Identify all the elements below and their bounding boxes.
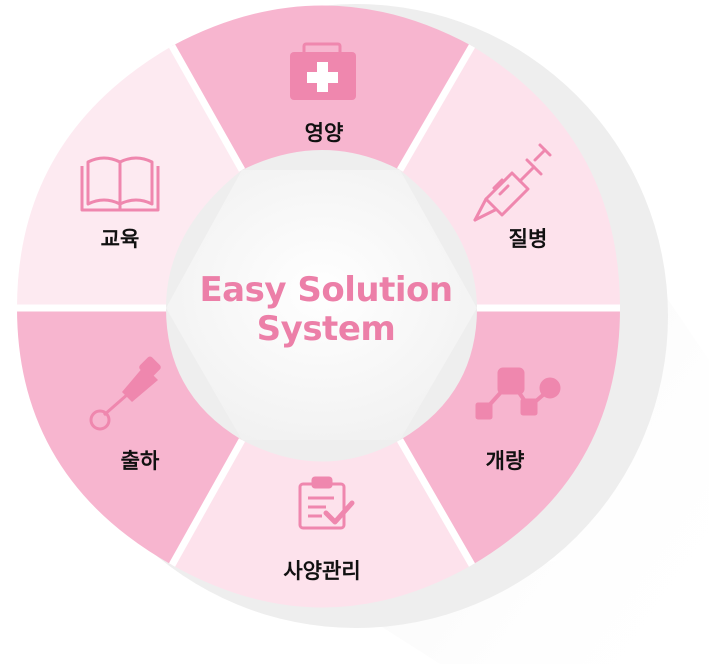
segment-lower-left[interactable] [17,308,242,565]
segment-lower-right[interactable] [400,308,620,565]
segment-upper-left[interactable] [17,46,242,308]
segment-label-top: 영양 [305,121,344,145]
clipboard-check-icon [298,476,355,530]
segment-label-lower-right: 개량 [486,449,525,473]
syringe-icon [473,143,552,222]
open-book-icon [80,156,160,212]
segment-label-upper-right: 질병 [509,227,548,251]
center-title-line1: Easy Solution [199,270,452,310]
segment-label-bottom: 사양관리 [283,559,360,583]
center-hexagon [166,170,477,440]
segment-separators [17,44,620,567]
center-title-line2: System [257,309,396,349]
pin-icon [89,356,161,431]
node-chart-icon [475,367,561,420]
medical-kit-icon [290,42,356,100]
segment-label-lower-left: 출하 [121,449,160,473]
segment-label-upper-left: 교육 [101,227,140,251]
